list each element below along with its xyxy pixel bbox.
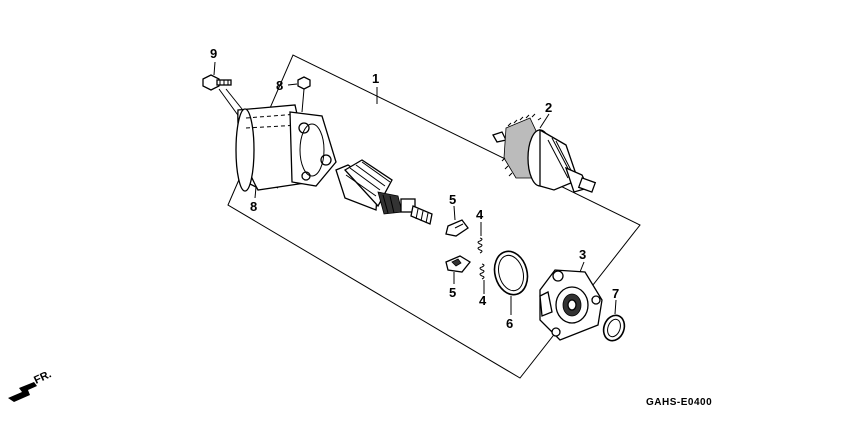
callout-7: 7 — [612, 286, 619, 301]
callout-2: 2 — [545, 100, 552, 115]
leader-lines — [213, 61, 617, 315]
front-direction-label: FR. — [32, 368, 53, 386]
drive-gear-assembly-2 — [492, 113, 597, 193]
seal-7 — [602, 314, 626, 342]
callout-6: 6 — [506, 316, 513, 331]
brush-5-upper — [445, 219, 469, 237]
armature — [335, 159, 433, 225]
brush-5-lower — [445, 255, 471, 273]
callout-4-lower: 4 — [479, 293, 487, 308]
diagram-code: GAHS-E0400 — [646, 397, 712, 408]
motor-housing — [235, 104, 337, 192]
spring-4-upper — [477, 237, 483, 254]
callout-1: 1 — [372, 71, 379, 86]
callout-5-upper: 5 — [449, 192, 456, 207]
bolt-8-top — [297, 76, 311, 113]
assembly-outline — [227, 54, 641, 379]
front-direction-arrow: FR. — [8, 368, 53, 402]
callout-5-lower: 5 — [449, 285, 456, 300]
spring-4-lower — [479, 263, 485, 280]
callout-8-top: 8 — [276, 78, 283, 93]
end-cover-3 — [539, 269, 603, 341]
callout-4-upper: 4 — [476, 207, 484, 222]
callout-3: 3 — [579, 247, 586, 262]
callout-8-bottom: 8 — [250, 199, 257, 214]
callout-9: 9 — [210, 46, 217, 61]
o-ring-6 — [493, 250, 529, 296]
